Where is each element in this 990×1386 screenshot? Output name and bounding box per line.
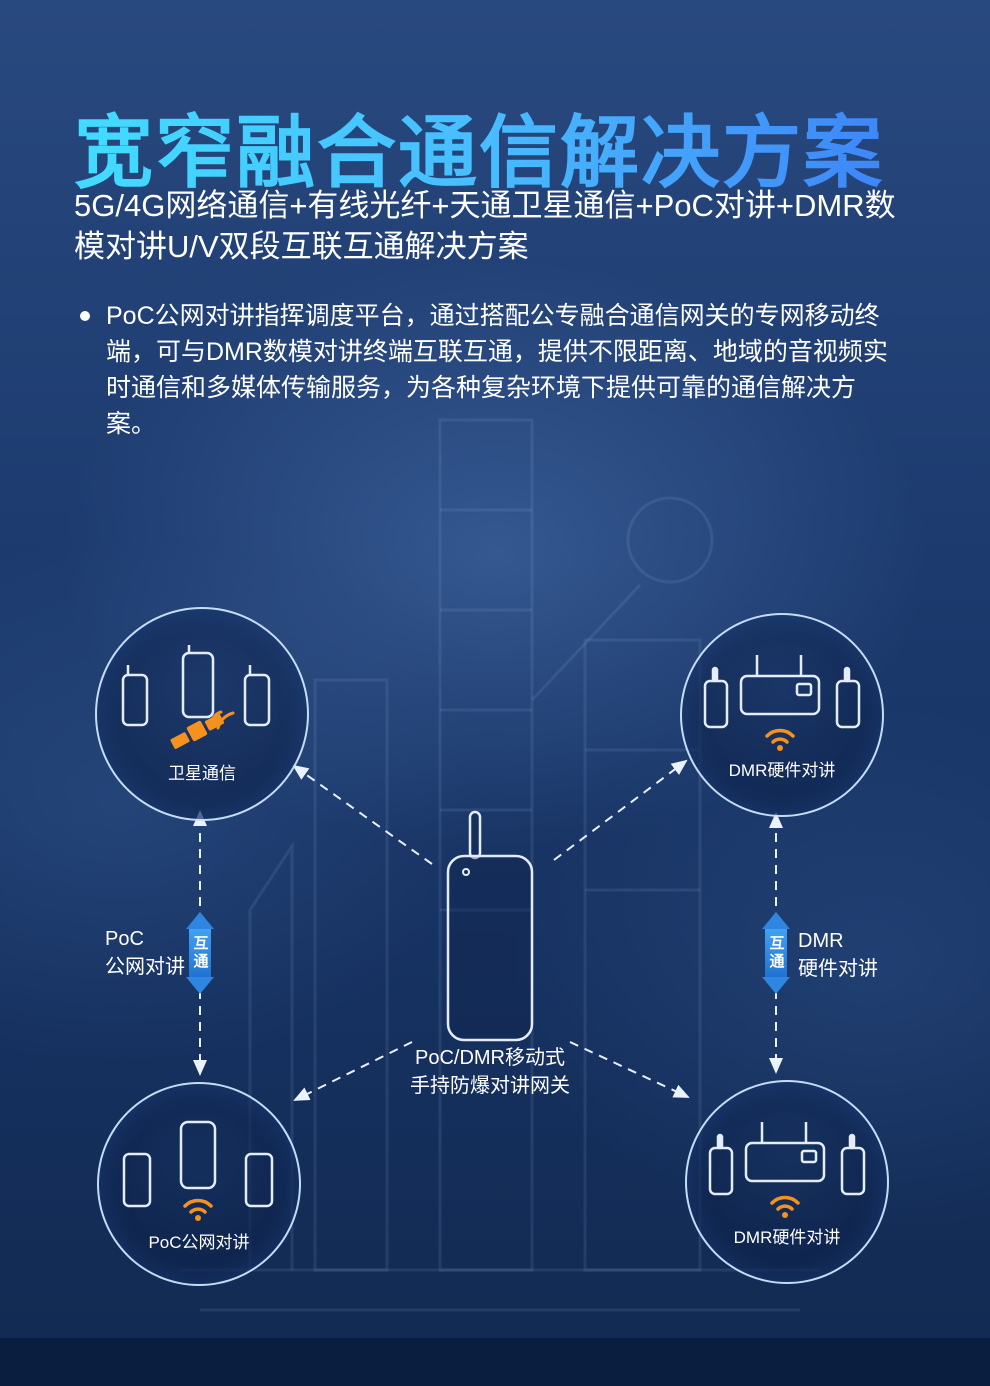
description-bullet-row: PoC公网对讲指挥调度平台，通过搭配公专融合通信网关的专网移动终端，可与DMR数… xyxy=(78,298,890,442)
left-link-label-line2: 公网对讲 xyxy=(105,955,185,978)
base-station-icon xyxy=(739,674,821,715)
left-interlink-arrow: 互通 xyxy=(186,912,214,994)
poc-bottom-node: PoC公网对讲 xyxy=(97,1082,301,1286)
satellite-node: 卫星通信 xyxy=(95,607,309,821)
antenna-icon xyxy=(848,1133,856,1149)
poc-bottom-node-icons xyxy=(122,1120,274,1221)
handheld-radio-icon xyxy=(703,679,729,728)
phone-icon xyxy=(244,1152,274,1207)
antenna-icon xyxy=(711,666,719,682)
base-station-icon xyxy=(744,1141,826,1182)
wifi-icon xyxy=(765,728,795,751)
poc-bottom-node-label: PoC公网对讲 xyxy=(148,1232,250,1252)
satellite-icon xyxy=(170,710,235,749)
left-interlink-badge: 互通 xyxy=(189,929,211,977)
left-link-label: PoC 公网对讲 xyxy=(105,926,185,981)
bullet-dot-icon xyxy=(80,311,90,321)
antenna-icon xyxy=(716,1133,724,1149)
handheld-radio-icon xyxy=(708,1146,734,1195)
right-link-label: DMR 硬件对讲 xyxy=(798,928,878,983)
gateway-label-line2: 手持防爆对讲网关 xyxy=(410,1075,570,1098)
dmr-bottom-node-icons xyxy=(708,1121,866,1218)
handheld-radio-icon xyxy=(840,1146,866,1195)
phone-icon xyxy=(243,673,271,726)
footer-band xyxy=(0,1338,990,1386)
gateway-label: PoC/DMR移动式 手持防爆对讲网关 xyxy=(355,1044,625,1101)
page-title: 宽窄融合通信解决方案 xyxy=(74,88,884,203)
right-interlink-arrow: 互通 xyxy=(762,912,790,994)
dmr-top-node-icons xyxy=(703,654,861,751)
arrow-down-icon xyxy=(186,977,214,994)
phone-icon xyxy=(122,1152,152,1207)
arrow-up-icon xyxy=(186,912,214,929)
handheld-gateway-icon xyxy=(446,810,534,1042)
handheld-radio-icon xyxy=(835,679,861,728)
gateway-label-line1: PoC/DMR移动式 xyxy=(414,1047,565,1069)
satellite-node-label: 卫星通信 xyxy=(168,763,236,783)
connector-gateway-to-satellite xyxy=(292,764,433,865)
dmr-top-node-label: DMR硬件对讲 xyxy=(728,760,836,780)
right-link-label-line1: DMR xyxy=(798,930,844,952)
phone-icon xyxy=(181,651,215,718)
left-link-label-line1: PoC xyxy=(105,928,144,950)
dmr-bottom-node: DMR硬件对讲 xyxy=(685,1080,889,1284)
wifi-icon xyxy=(770,1195,800,1218)
phone-icon xyxy=(179,1120,217,1189)
arrow-down-icon xyxy=(762,977,790,994)
antenna-icon xyxy=(843,666,851,682)
phone-icon xyxy=(121,673,149,726)
right-link-label-line2: 硬件对讲 xyxy=(798,957,878,980)
right-interlink-badge: 互通 xyxy=(765,929,787,977)
page-subtitle: 5G/4G网络通信+有线光纤+天通卫星通信+PoC对讲+DMR数模对讲U/V双段… xyxy=(74,188,896,264)
satellite-node-icons xyxy=(121,644,271,749)
connector-gateway-to-dmr-top xyxy=(553,759,688,861)
description-text: PoC公网对讲指挥调度平台，通过搭配公专融合通信网关的专网移动终端，可与DMR数… xyxy=(106,302,888,438)
gateway-device xyxy=(428,810,552,1045)
dmr-bottom-node-label: DMR硬件对讲 xyxy=(733,1227,841,1247)
dmr-top-node: DMR硬件对讲 xyxy=(680,613,884,817)
arrow-up-icon xyxy=(762,912,790,929)
wifi-icon xyxy=(183,1198,213,1221)
